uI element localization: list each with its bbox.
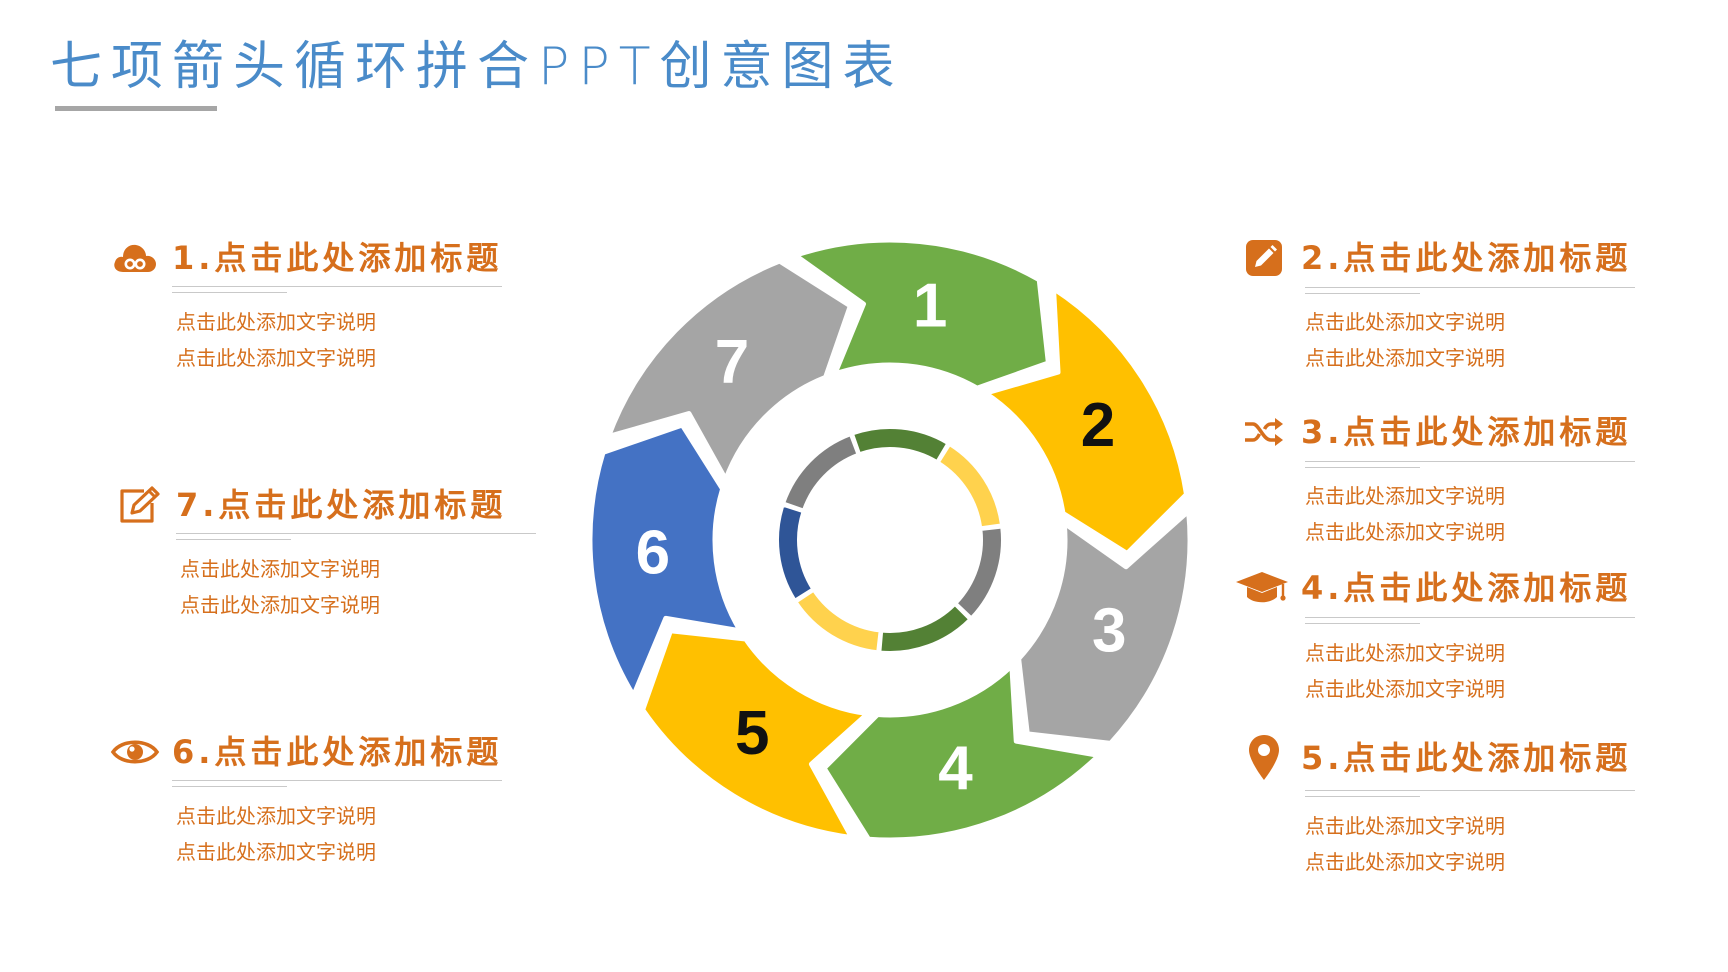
item-4-divider (1305, 617, 1635, 618)
wheel-segment-4 (821, 663, 1102, 843)
item-2: 2.点击此处添加标题 点击此处添加文字说明 点击此处添加文字说明 (1239, 234, 1679, 374)
wheel-track-3 (955, 526, 1003, 619)
wheel-segment-7 (605, 258, 853, 483)
item-2-desc-1[interactable]: 点击此处添加文字说明 (1305, 310, 1505, 334)
item-5-title[interactable]: 5.点击此处添加标题 (1301, 739, 1632, 777)
item-5-desc-2[interactable]: 点击此处添加文字说明 (1305, 850, 1505, 874)
item-7-desc-1[interactable]: 点击此处添加文字说明 (180, 557, 380, 581)
title-underline (55, 106, 217, 111)
item-1-divider (172, 286, 502, 287)
wheel-number-7: 7 (715, 328, 749, 397)
item-7-desc-2[interactable]: 点击此处添加文字说明 (180, 593, 380, 617)
item-5: 5.点击此处添加标题 点击此处添加文字说明 点击此处添加文字说明 (1239, 734, 1679, 874)
item-5-divider-short (1305, 796, 1420, 797)
item-4-title[interactable]: 4.点击此处添加标题 (1301, 569, 1632, 607)
item-1-divider-short (172, 292, 287, 293)
wheel-number-4: 4 (938, 734, 973, 803)
item-2-title[interactable]: 2.点击此处添加标题 (1301, 239, 1632, 277)
item-3: 3.点击此处添加标题 点击此处添加文字说明 点击此处添加文字说明 (1239, 408, 1679, 548)
item-3-title[interactable]: 3.点击此处添加标题 (1301, 413, 1632, 451)
item-4: 4.点击此处添加标题 点击此处添加文字说明 点击此处添加文字说明 (1234, 564, 1674, 704)
item-7-title[interactable]: 7.点击此处添加标题 (176, 486, 507, 524)
pencil-square-icon (1239, 236, 1289, 280)
cloud-link-icon (110, 236, 160, 280)
edit-icon (114, 483, 164, 527)
item-6-desc-2[interactable]: 点击此处添加文字说明 (176, 840, 376, 864)
wheel-number-5: 5 (735, 699, 769, 768)
item-1: 1.点击此处添加标题 点击此处添加文字说明 点击此处添加文字说明 (110, 234, 530, 374)
item-3-desc-2[interactable]: 点击此处添加文字说明 (1305, 520, 1505, 544)
item-6-divider (172, 780, 502, 781)
wheel-track-5 (795, 589, 881, 653)
graduation-cap-icon (1234, 566, 1290, 610)
item-3-divider (1305, 461, 1635, 462)
item-5-divider (1305, 790, 1635, 791)
page-title: 七项箭头循环拼合PPT创意图表 (50, 37, 904, 97)
wheel-segment-2 (982, 285, 1190, 556)
wheel-labels: 1 2 3 4 5 6 7 (636, 271, 1127, 802)
wheel-number-3: 3 (1092, 597, 1126, 666)
wheel-number-6: 6 (636, 519, 670, 588)
item-2-divider (1305, 287, 1635, 288)
item-2-desc-2[interactable]: 点击此处添加文字说明 (1305, 346, 1505, 370)
wheel-track-7 (783, 434, 859, 511)
item-6-divider-short (172, 786, 287, 787)
item-3-divider-short (1305, 467, 1420, 468)
item-1-desc-2[interactable]: 点击此处添加文字说明 (176, 346, 376, 370)
wheel-track-1 (851, 427, 949, 463)
wheel-track-4 (879, 603, 971, 653)
arrow-cycle-diagram: 1 2 3 4 5 6 7 (587, 237, 1193, 843)
item-6: 6.点击此处添加标题 点击此处添加文字说明 点击此处添加文字说明 (110, 728, 530, 868)
item-2-divider-short (1305, 293, 1420, 294)
wheel-track-6 (777, 504, 814, 601)
item-6-title[interactable]: 6.点击此处添加标题 (172, 733, 503, 771)
wheel-number-2: 2 (1081, 391, 1115, 460)
wheel-segments (587, 237, 1193, 843)
map-pin-icon (1239, 732, 1289, 784)
wheel-segment-1 (792, 237, 1051, 391)
item-4-desc-1[interactable]: 点击此处添加文字说明 (1305, 641, 1505, 665)
item-6-desc-1[interactable]: 点击此处添加文字说明 (176, 804, 376, 828)
shuffle-icon (1239, 410, 1289, 454)
wheel-segment-5 (640, 628, 871, 841)
item-1-desc-1[interactable]: 点击此处添加文字说明 (176, 310, 376, 334)
item-4-divider-short (1305, 623, 1420, 624)
wheel-number-1: 1 (913, 271, 947, 340)
item-7-divider-short (176, 539, 291, 540)
item-5-desc-1[interactable]: 点击此处添加文字说明 (1305, 814, 1505, 838)
wheel-segment-6 (587, 422, 743, 699)
wheel-segment-3 (1016, 508, 1193, 746)
item-7-divider (176, 533, 536, 534)
item-1-title[interactable]: 1.点击此处添加标题 (172, 239, 503, 277)
item-7: 7.点击此处添加标题 点击此处添加文字说明 点击此处添加文字说明 (114, 481, 554, 621)
wheel-track-2 (937, 443, 1003, 529)
eye-icon (110, 730, 160, 774)
item-3-desc-1[interactable]: 点击此处添加文字说明 (1305, 484, 1505, 508)
item-4-desc-2[interactable]: 点击此处添加文字说明 (1305, 677, 1505, 701)
